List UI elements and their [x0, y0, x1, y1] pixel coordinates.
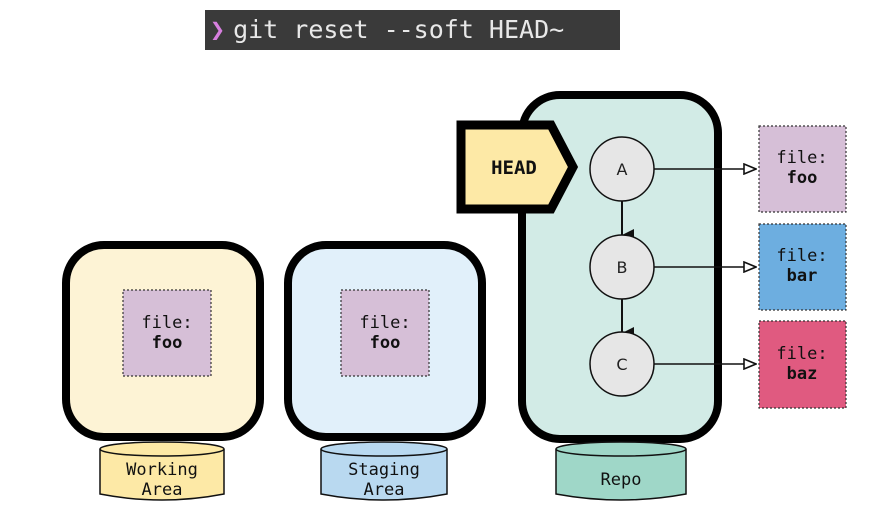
working-area-label-line1: Working [126, 460, 198, 480]
commit-file-bar-label: file: [776, 246, 827, 266]
working-file-name: foo [152, 333, 183, 353]
commit-file-foo-label: file: [776, 148, 827, 168]
command-text: git reset --soft HEAD~ [233, 15, 565, 44]
working-file-label: file: [141, 313, 192, 333]
command-line: ❯git reset --soft HEAD~ [205, 10, 620, 50]
staging-file-name: foo [370, 333, 401, 353]
commit-a-label: A [617, 160, 628, 179]
commit-file-foo: file: foo [758, 125, 847, 213]
commit-file-bar: file: bar [758, 223, 847, 311]
staging-file-label: file: [359, 313, 410, 333]
working-area-label-line2: Area [142, 480, 183, 500]
commit-b-label: B [617, 258, 628, 277]
working-area: Working Area file: foo [62, 241, 264, 501]
staging-area: Staging Area file: foo [284, 241, 486, 501]
commit-c-label: C [616, 355, 627, 374]
commit-node-c: C [589, 331, 655, 397]
head-label: HEAD [491, 157, 537, 179]
commit-file-bar-name: bar [787, 266, 818, 286]
staging-area-file: file: foo [340, 289, 430, 377]
commit-file-foo-name: foo [787, 168, 818, 188]
prompt-chevron-icon: ❯ [210, 15, 226, 44]
repo: Repo A B C [518, 91, 756, 501]
commit-file-baz-name: baz [787, 364, 818, 384]
staging-area-label-line1: Staging [348, 460, 420, 480]
working-area-file: file: foo [122, 289, 212, 377]
working-area-base: Working Area [99, 441, 225, 501]
staging-area-base: Staging Area [320, 441, 448, 501]
staging-area-label-line2: Area [364, 480, 405, 500]
repo-label: Repo [601, 470, 642, 490]
head-pointer: HEAD [456, 120, 579, 214]
commit-node-b: B [589, 234, 655, 300]
repo-base: Repo [555, 441, 687, 501]
commit-node-a: A [589, 136, 655, 202]
commit-file-baz-label: file: [776, 344, 827, 364]
commit-file-baz: file: baz [758, 320, 847, 409]
